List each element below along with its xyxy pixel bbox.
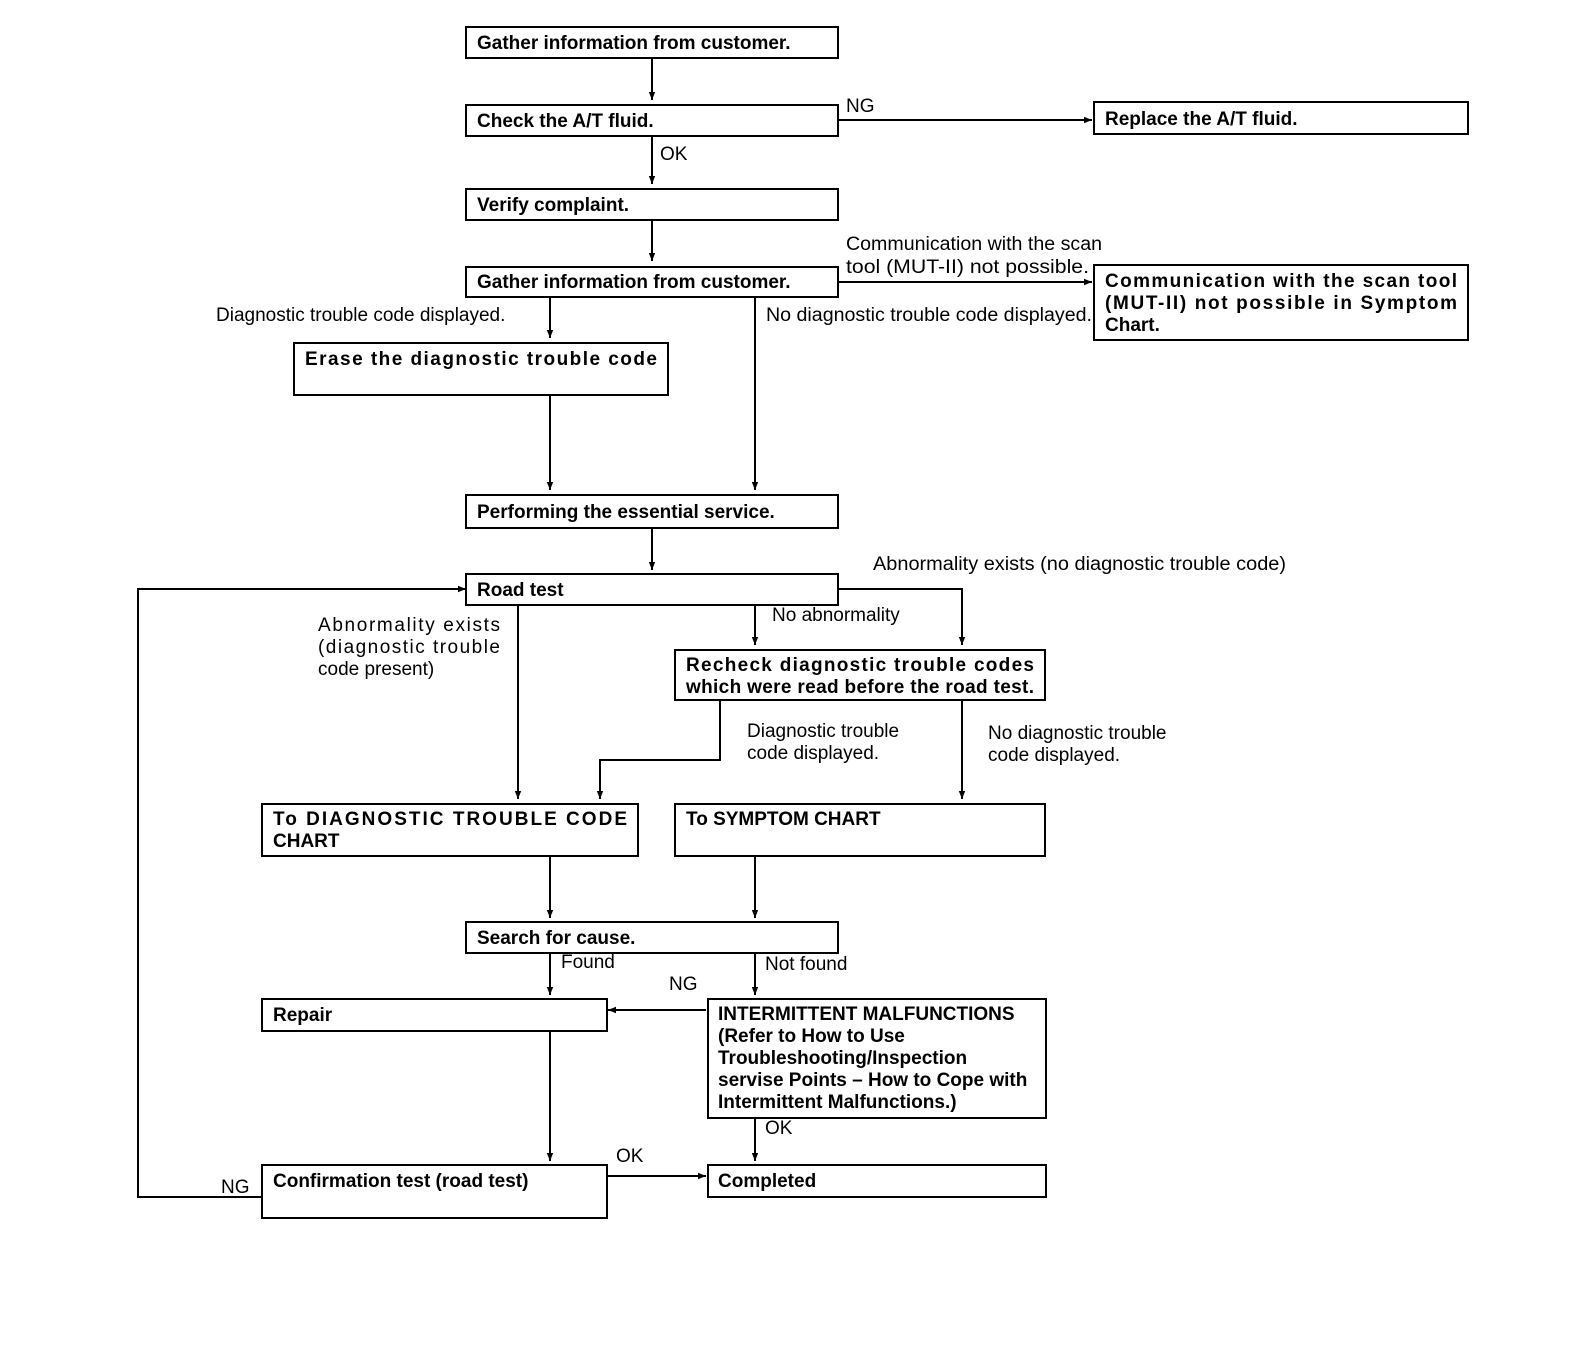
box-completed: Completed — [707, 1164, 1047, 1198]
label-dtc-displayed-2-line-2: code displayed. — [747, 743, 879, 764]
label-found: Found — [561, 952, 615, 973]
box-intermittent-line-1: INTERMITTENT MALFUNCTIONS — [718, 1004, 1015, 1025]
label-ng-confirm: NG — [221, 1177, 250, 1198]
box-gather-information-2-text: Gather information from customer. — [477, 272, 791, 293]
box-to-dtc-chart: To DIAGNOSTIC TROUBLE CODE CHART — [261, 803, 639, 857]
box-communication-line-2: (MUT-II) not possible in Symptom — [1105, 293, 1457, 314]
label-no-dtc-displayed: No diagnostic trouble code displayed. — [766, 305, 1092, 326]
label-ok-fluid: OK — [660, 144, 688, 165]
connectors — [137, 58, 1092, 1198]
label-no-abnormality: No abnormality — [772, 605, 900, 626]
box-road-test: Road test — [465, 573, 839, 606]
box-communication-line-1: Communication with the scan tool — [1105, 271, 1457, 292]
box-intermittent-line-5: Intermittent Malfunctions.) — [718, 1092, 957, 1113]
arrow-confirmation-road-loop — [137, 585, 466, 1198]
box-intermittent-line-4: servise Points – How to Cope with — [718, 1070, 1027, 1091]
box-completed-text: Completed — [718, 1171, 816, 1192]
box-gather-information-1-text: Gather information from customer. — [477, 33, 791, 54]
box-road-test-text: Road test — [477, 580, 564, 601]
label-comm-line-1: Communication with the scan — [846, 234, 1102, 255]
box-to-dtc-line-2: CHART — [273, 831, 340, 852]
box-essential-service-text: Performing the essential service. — [477, 502, 775, 523]
box-recheck-line-1: Recheck diagnostic trouble codes — [686, 655, 1034, 676]
box-verify-complaint: Verify complaint. — [465, 188, 839, 221]
label-ng-intermittent: NG — [669, 974, 698, 995]
box-recheck-line-2: which were read before the road test. — [685, 677, 1034, 698]
label-not-found: Not found — [765, 954, 847, 975]
box-repair-text: Repair — [273, 1005, 333, 1026]
label-ok-confirm: OK — [616, 1146, 644, 1167]
box-erase-dtc-text: Erase the diagnostic trouble code — [305, 349, 657, 370]
label-ng-fluid: NG — [846, 96, 875, 117]
arrow-road-recheck-abnormality — [838, 588, 966, 645]
box-recheck-dtc: Recheck diagnostic trouble codes which w… — [674, 649, 1046, 701]
box-essential-service: Performing the essential service. — [465, 494, 839, 529]
box-to-dtc-line-1: To DIAGNOSTIC TROUBLE CODE — [273, 809, 627, 830]
box-confirmation-test: Confirmation test (road test) — [261, 1164, 608, 1219]
label-dtc-displayed-2-line-1: Diagnostic trouble — [747, 721, 899, 742]
box-gather-information-2: Gather information from customer. — [465, 266, 839, 298]
edge-labels: NG OK Communication with the scan tool (… — [216, 96, 1286, 1198]
box-confirmation-text: Confirmation test (road test) — [273, 1171, 528, 1192]
box-replace-fluid-text: Replace the A/T fluid. — [1105, 109, 1298, 130]
box-verify-complaint-text: Verify complaint. — [477, 195, 629, 216]
box-intermittent-line-3: Troubleshooting/Inspection — [718, 1048, 967, 1069]
box-erase-dtc: Erase the diagnostic trouble code — [293, 342, 669, 396]
label-comm-line-2: tool (MUT-II) not possible. — [846, 257, 1089, 278]
label-no-dtc-displayed-2-line-2: code displayed. — [988, 745, 1120, 766]
label-abnormality-code-line-1: Abnormality exists — [318, 615, 500, 636]
box-replace-fluid: Replace the A/T fluid. — [1093, 101, 1469, 135]
label-ok-intermittent: OK — [765, 1118, 793, 1139]
box-to-symptom-text: To SYMPTOM CHART — [686, 809, 881, 830]
box-communication-not-possible: Communication with the scan tool (MUT-II… — [1093, 264, 1469, 341]
box-search-cause: Search for cause. — [465, 921, 839, 954]
box-check-fluid-text: Check the A/T fluid. — [477, 111, 654, 132]
label-abnormality-no-code: Abnormality exists (no diagnostic troubl… — [873, 554, 1286, 575]
box-intermittent-line-2: (Refer to How to Use — [718, 1026, 905, 1047]
label-abnormality-code-line-2: (diagnostic trouble — [318, 637, 500, 658]
box-check-fluid: Check the A/T fluid. — [465, 104, 839, 137]
box-intermittent-malfunctions: INTERMITTENT MALFUNCTIONS (Refer to How … — [707, 998, 1047, 1119]
label-abnormality-code-line-3: code present) — [318, 659, 434, 680]
box-to-symptom-chart: To SYMPTOM CHART — [674, 803, 1046, 857]
box-repair: Repair — [261, 998, 608, 1032]
label-dtc-displayed: Diagnostic trouble code displayed. — [216, 305, 505, 326]
box-communication-line-3: Chart. — [1105, 315, 1160, 336]
label-no-dtc-displayed-2-line-1: No diagnostic trouble — [988, 723, 1167, 744]
arrow-recheck-dtc — [596, 700, 721, 799]
box-search-cause-text: Search for cause. — [477, 928, 635, 949]
box-gather-information-1: Gather information from customer. — [465, 26, 839, 59]
